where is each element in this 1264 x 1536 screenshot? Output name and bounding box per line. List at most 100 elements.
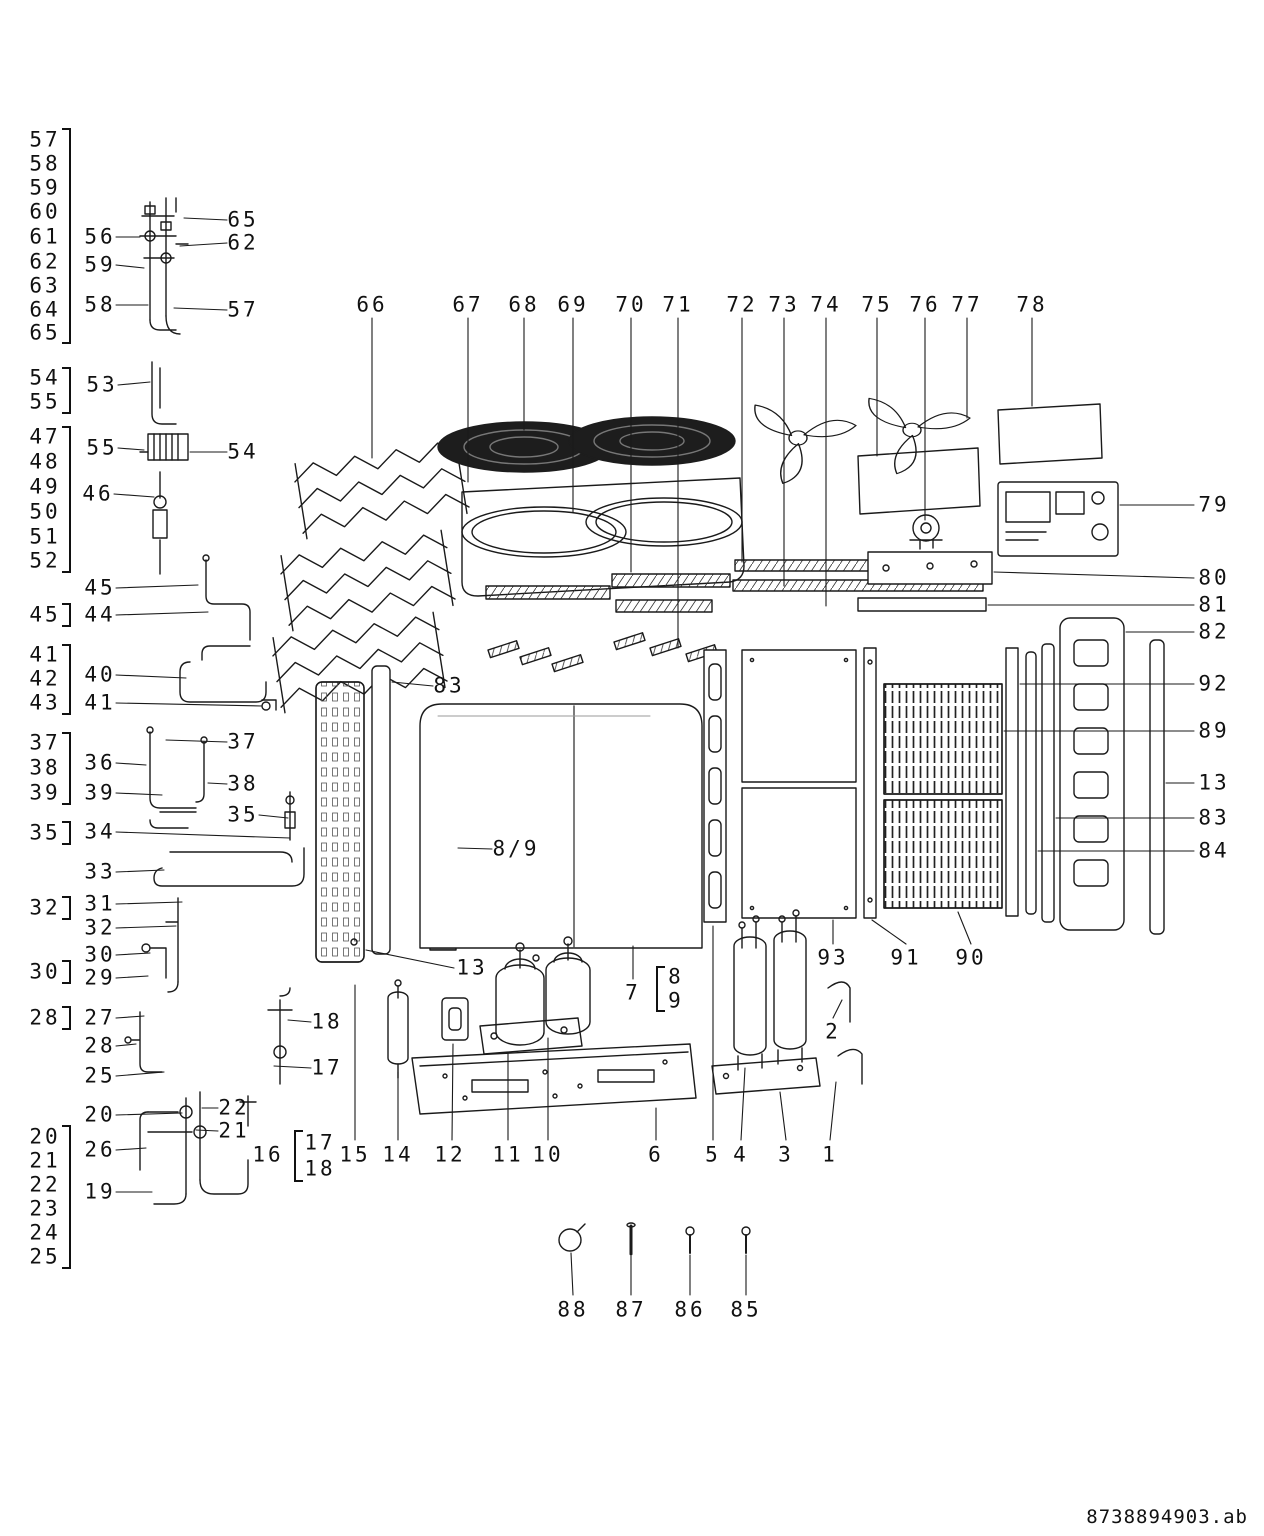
- part-label-71: 71: [662, 292, 694, 317]
- group-bracket: [62, 732, 71, 805]
- part-label-59: 59: [84, 252, 116, 277]
- part-label-79: 79: [1198, 492, 1230, 517]
- part-label-57: 57: [227, 297, 259, 322]
- accumulator-2: [773, 909, 807, 1065]
- heater-block-54: [139, 433, 189, 461]
- corner-post-91: [863, 647, 877, 919]
- part-label-53: 53: [86, 372, 118, 397]
- strip-13: [1149, 639, 1165, 935]
- group-bracket: [62, 644, 71, 715]
- group-bracket: [294, 1130, 303, 1182]
- side-panel-perforated-15: [315, 681, 365, 963]
- part-label-30: 30: [84, 942, 116, 967]
- part-label-50: 50: [29, 499, 61, 524]
- part-label-65: 65: [29, 320, 61, 345]
- part-label-55: 55: [29, 389, 61, 414]
- control-box-79: [997, 481, 1119, 557]
- part-label-61: 61: [29, 224, 61, 249]
- wire-grille-1: [294, 437, 470, 540]
- compressor-2: [545, 936, 591, 1035]
- part-label-42: 42: [29, 666, 61, 691]
- part-label-55: 55: [86, 435, 118, 460]
- part-label-63: 63: [29, 273, 61, 298]
- pipe-36-39: [146, 726, 208, 829]
- screw-85: [741, 1226, 751, 1254]
- part-label-66: 66: [356, 292, 388, 317]
- part-label-7: 7: [625, 980, 641, 1005]
- part-label-89: 89: [1198, 718, 1230, 743]
- part-label-57: 57: [29, 127, 61, 152]
- part-label-22: 22: [29, 1172, 61, 1197]
- pipe-40-41: [179, 661, 277, 711]
- part-label-25: 25: [29, 1244, 61, 1269]
- part-label-18: 18: [311, 1009, 343, 1034]
- mounting-rails: [485, 559, 988, 613]
- part-label-3: 3: [778, 1142, 794, 1167]
- leader-lines: [113, 217, 1195, 1296]
- part-label-14: 14: [382, 1142, 414, 1167]
- group-bracket: [62, 960, 71, 984]
- part-label-8-9: 8/9: [492, 836, 540, 861]
- part-label-58: 58: [29, 151, 61, 176]
- part-label-72: 72: [726, 292, 758, 317]
- part-label-18: 18: [304, 1156, 336, 1181]
- sensor-46: [152, 471, 168, 575]
- part-label-78: 78: [1016, 292, 1048, 317]
- group-bracket: [62, 128, 71, 344]
- part-label-44: 44: [84, 602, 116, 627]
- part-label-81: 81: [1198, 592, 1230, 617]
- part-label-45: 45: [29, 602, 61, 627]
- part-label-20: 20: [84, 1102, 116, 1127]
- compressor-1: [495, 942, 545, 1046]
- side-panel-right-82: [1059, 617, 1125, 931]
- part-label-25: 25: [84, 1063, 116, 1088]
- divider-panel-5: [703, 649, 727, 923]
- part-label-83: 83: [1198, 805, 1230, 830]
- part-label-17: 17: [304, 1130, 336, 1155]
- part-label-28: 28: [84, 1033, 116, 1058]
- valve-17-18: [267, 987, 293, 1085]
- part-label-39: 39: [29, 780, 61, 805]
- part-label-46: 46: [82, 481, 114, 506]
- part-label-88: 88: [557, 1297, 589, 1322]
- bracket-12: [441, 997, 469, 1041]
- muffler-14: [387, 979, 409, 1079]
- part-label-1: 1: [822, 1142, 838, 1167]
- fan-blade-1: [754, 404, 857, 484]
- part-label-2: 2: [825, 1019, 841, 1044]
- part-label-69: 69: [557, 292, 589, 317]
- base-pan-6: [411, 1043, 697, 1115]
- screw-86: [685, 1226, 695, 1254]
- part-label-33: 33: [84, 859, 116, 884]
- part-label-64: 64: [29, 297, 61, 322]
- part-label-12: 12: [434, 1142, 466, 1167]
- pipe-25-28: [124, 1011, 163, 1073]
- clamp-88: [558, 1223, 586, 1252]
- part-label-32: 32: [84, 915, 116, 940]
- part-label-35: 35: [29, 820, 61, 845]
- part-label-75: 75: [861, 292, 893, 317]
- part-label-51: 51: [29, 524, 61, 549]
- part-label-67: 67: [452, 292, 484, 317]
- part-label-20: 20: [29, 1124, 61, 1149]
- corner-brackets: [487, 632, 718, 673]
- group-bracket: [62, 426, 71, 573]
- part-label-35: 35: [227, 802, 259, 827]
- part-label-90: 90: [955, 945, 987, 970]
- part-label-91: 91: [890, 945, 922, 970]
- accumulator-base-3: [711, 1057, 821, 1095]
- rear-panels-93: [741, 649, 857, 919]
- part-label-23: 23: [29, 1196, 61, 1221]
- part-label-87: 87: [615, 1297, 647, 1322]
- part-label-68: 68: [508, 292, 540, 317]
- pipe-53: [151, 361, 177, 425]
- part-label-40: 40: [84, 662, 116, 687]
- part-label-11: 11: [492, 1142, 524, 1167]
- fan-blade-2: [868, 397, 971, 475]
- part-label-77: 77: [951, 292, 983, 317]
- part-label-83: 83: [433, 673, 465, 698]
- part-label-21: 21: [218, 1118, 250, 1143]
- part-label-31: 31: [84, 891, 116, 916]
- part-label-30: 30: [29, 959, 61, 984]
- wire-grille-2: [280, 529, 456, 632]
